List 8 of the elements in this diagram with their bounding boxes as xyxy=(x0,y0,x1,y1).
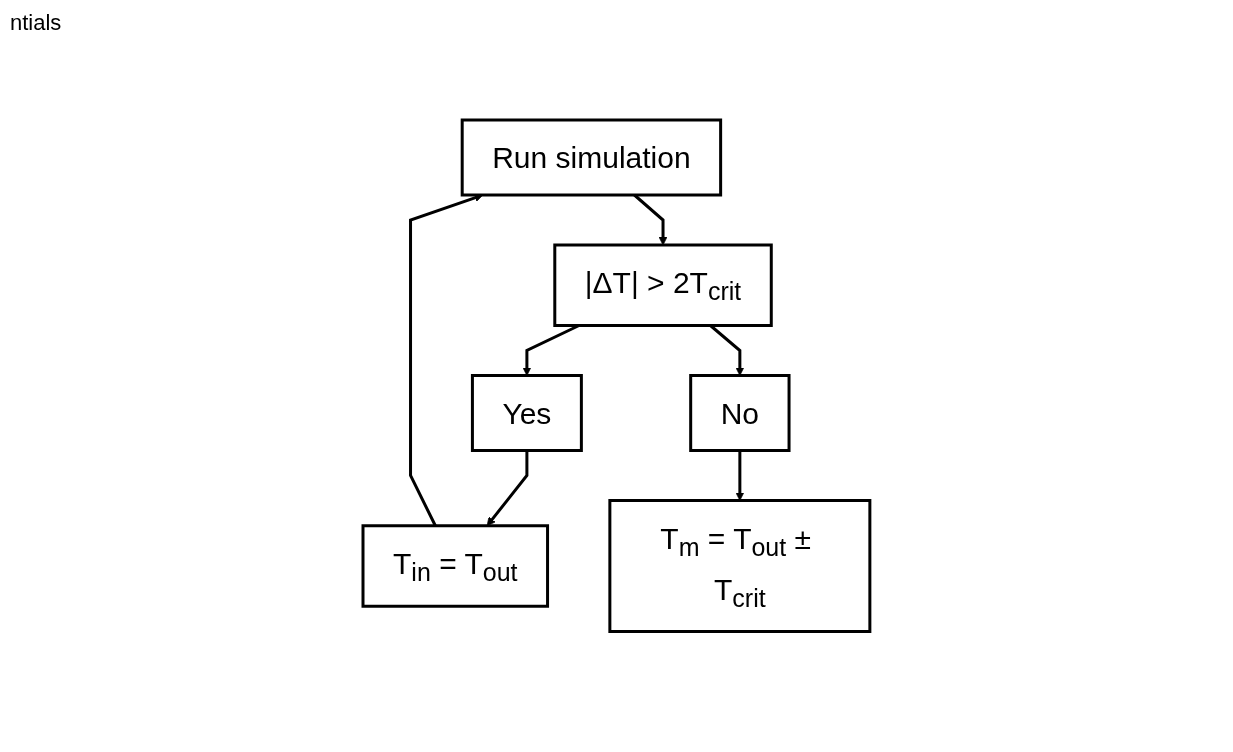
note-text: ntials xyxy=(10,10,62,36)
node-box: Run simulation xyxy=(460,118,723,197)
node-box: No xyxy=(689,374,791,453)
node-box: Yes xyxy=(471,374,583,453)
node-box: |ΔT| > 2T$_{crit}$ xyxy=(553,243,773,328)
node-box: T$_{m}$ = T$_{out}$ ± T$_{crit}$ xyxy=(608,499,872,634)
arrow xyxy=(486,450,529,527)
node-box: T$_{in}$ = T$_{out}$ xyxy=(361,524,550,608)
